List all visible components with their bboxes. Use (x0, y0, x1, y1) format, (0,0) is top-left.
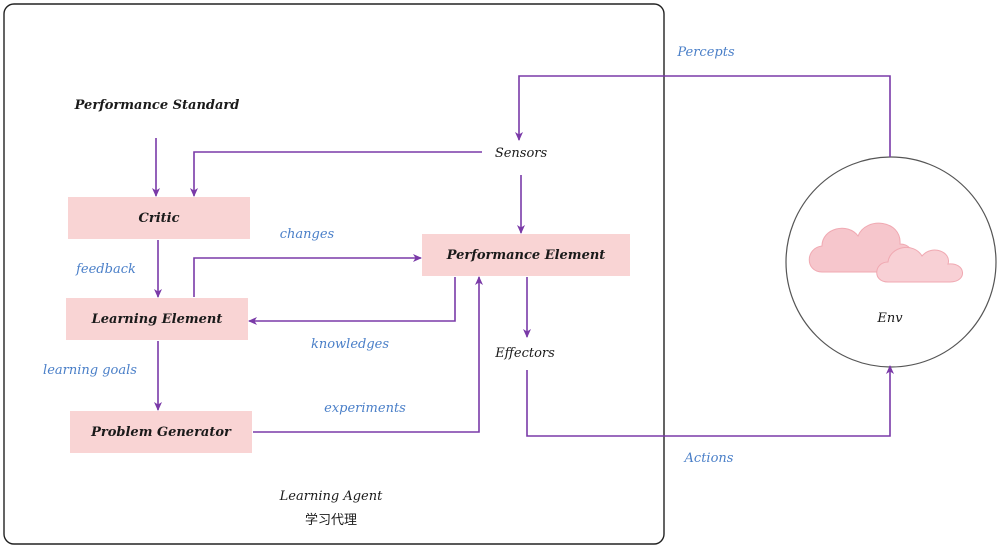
feedback-label: feedback (75, 262, 136, 277)
agent-title-en: Learning Agent (279, 489, 383, 504)
performance-element-box[interactable] (422, 234, 630, 276)
sensors-label: Sensors (495, 146, 548, 161)
edge-env-sensors (515, 75, 891, 157)
edge-sensors-critic (190, 151, 482, 197)
edge-effectors-env (526, 365, 894, 437)
learning-goals-label: learning goals (43, 363, 137, 378)
edge-problem-performance (253, 276, 483, 433)
knowledges-label: knowledges (311, 337, 389, 352)
cloud-icon (808, 222, 963, 283)
edge-learning-performance (193, 254, 422, 297)
critic-box[interactable] (68, 197, 250, 239)
env-label: Env (876, 311, 903, 326)
learning-element-box[interactable] (66, 298, 248, 340)
problem-generator-label: Problem Generator (90, 425, 232, 440)
percepts-label: Percepts (676, 45, 735, 60)
critic-label: Critic (139, 211, 180, 226)
learning-element-label: Learning Element (91, 312, 223, 327)
agent-title-zh: 学习代理 (305, 512, 357, 528)
performance-standard-label: Performance Standard (74, 98, 240, 113)
experiments-label: experiments (324, 401, 406, 416)
problem-generator-box[interactable] (70, 411, 252, 453)
actions-label: Actions (684, 451, 734, 466)
performance-element-label: Performance Element (446, 248, 606, 263)
agent-boundary (3, 3, 665, 545)
edge-performance-learning (248, 277, 456, 325)
effectors-label: Effectors (494, 346, 555, 361)
changes-label: changes (280, 227, 335, 242)
